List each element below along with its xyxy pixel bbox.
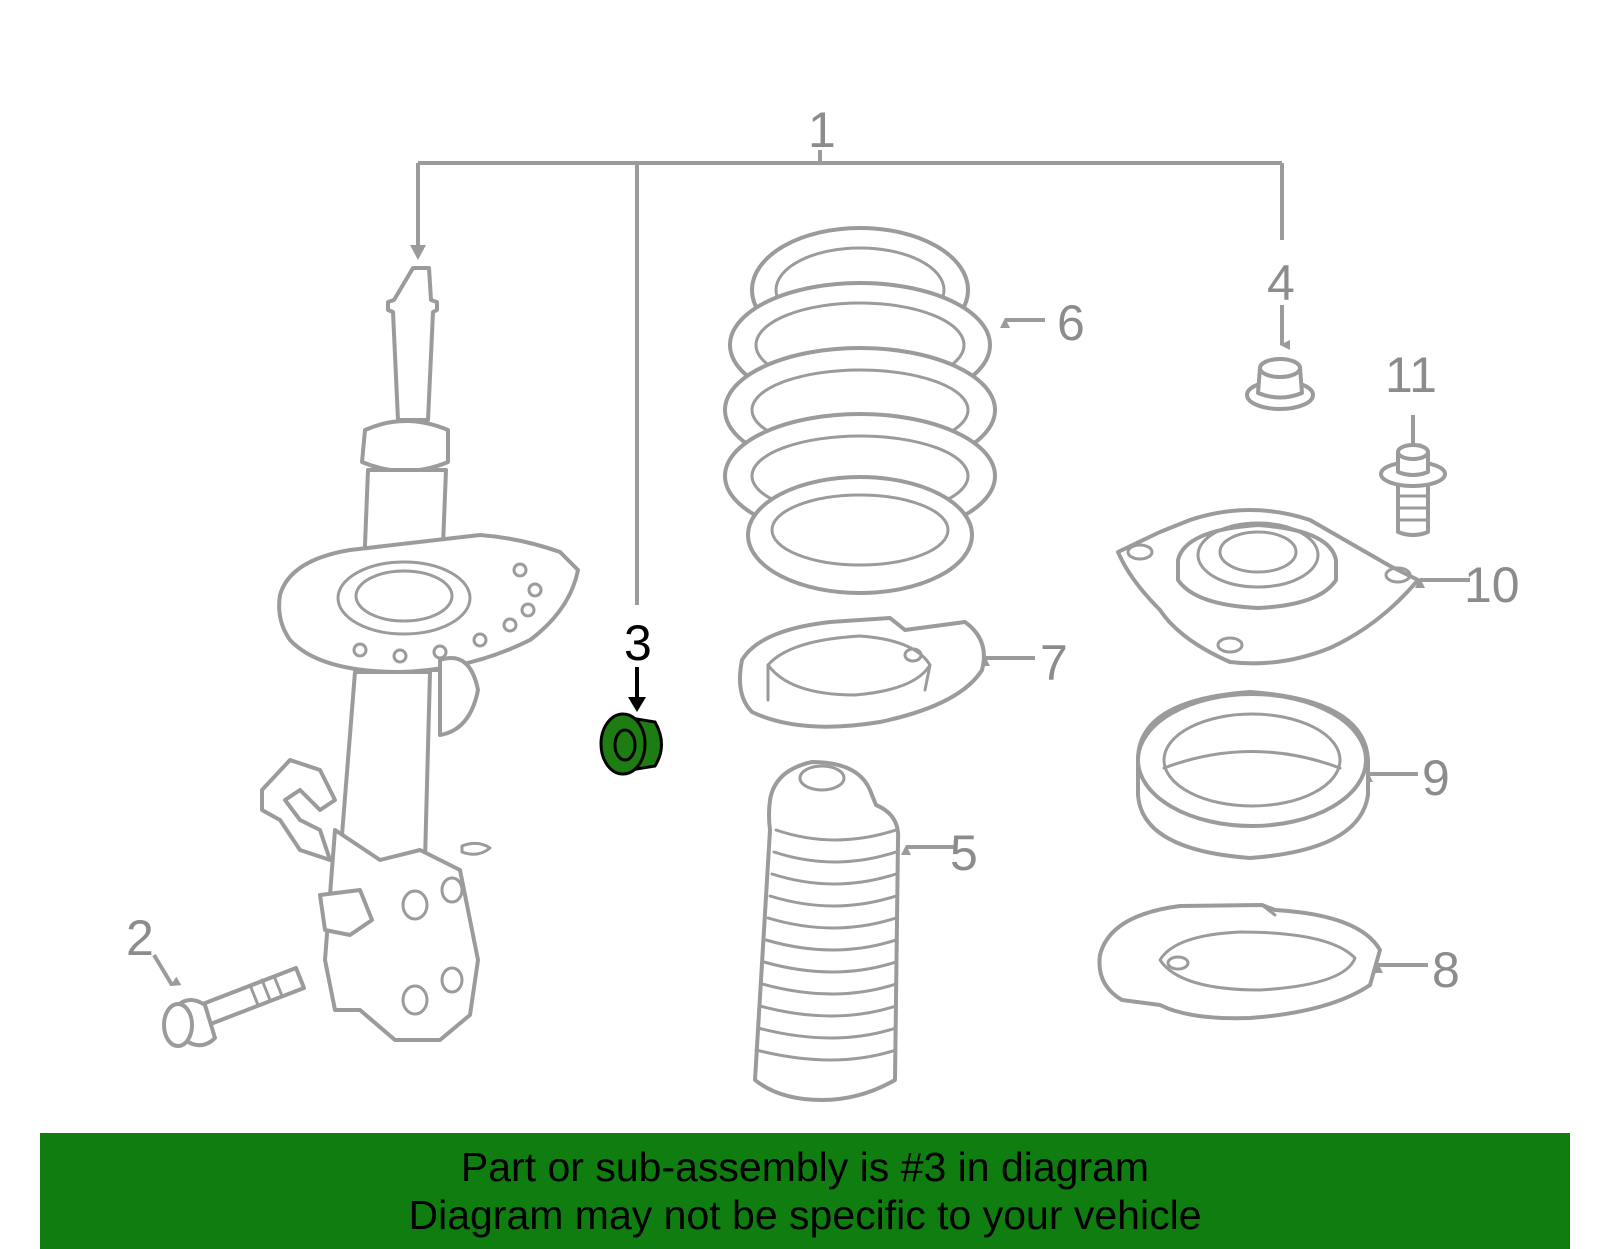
spring-seat-part-7[interactable] bbox=[738, 616, 1035, 729]
callout-9: 9 bbox=[1422, 750, 1450, 806]
callout-8: 8 bbox=[1432, 942, 1460, 998]
insulator-part-8[interactable] bbox=[1097, 903, 1428, 1021]
callout-5: 5 bbox=[950, 825, 978, 881]
dust-boot-part-5[interactable] bbox=[753, 760, 955, 1102]
notice-banner: Part or sub-assembly is #3 in diagram Di… bbox=[40, 1133, 1570, 1249]
callout-10: 10 bbox=[1464, 557, 1520, 613]
callout-2: 2 bbox=[126, 910, 154, 966]
assembly-bracket bbox=[410, 150, 1284, 605]
nut-part-3[interactable] bbox=[599, 667, 663, 776]
banner-line-2: Diagram may not be specific to your vehi… bbox=[408, 1192, 1202, 1238]
bolt-part-2[interactable] bbox=[152, 953, 306, 1048]
callout-4: 4 bbox=[1267, 255, 1295, 311]
nut-part-4[interactable] bbox=[1245, 305, 1315, 411]
callout-6: 6 bbox=[1057, 295, 1085, 351]
strut-mount-part-10[interactable] bbox=[1116, 508, 1470, 666]
callout-1: 1 bbox=[808, 102, 836, 158]
bolt-part-11[interactable] bbox=[1379, 415, 1447, 537]
callout-3: 3 bbox=[624, 615, 652, 671]
coil-spring-part-6[interactable] bbox=[723, 226, 1045, 595]
callout-7: 7 bbox=[1040, 635, 1068, 691]
callout-11: 11 bbox=[1385, 347, 1437, 403]
bearing-part-9[interactable] bbox=[1136, 690, 1418, 860]
strut-assembly[interactable] bbox=[260, 266, 580, 1042]
banner-line-1: Part or sub-assembly is #3 in diagram bbox=[460, 1144, 1150, 1190]
